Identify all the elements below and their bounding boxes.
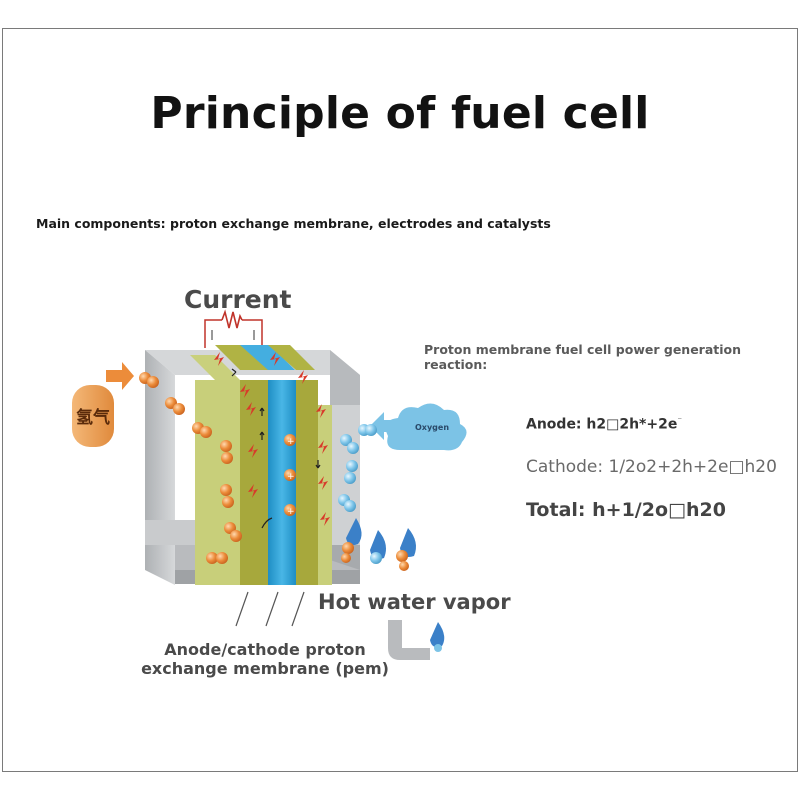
hot-water-label: Hot water vapor	[318, 590, 511, 614]
current-label: Current	[184, 285, 292, 314]
arrow-left-icon	[370, 412, 402, 440]
droplet-icon	[346, 518, 362, 546]
proton-markers: + + +	[284, 434, 296, 517]
oxygen-cloud-icon	[385, 403, 467, 451]
hydrogen-input: 氢气	[72, 362, 242, 564]
resistor-icon	[221, 309, 243, 329]
hydrogen-tank-icon	[72, 385, 114, 447]
electron-sparks	[214, 352, 330, 526]
hydrogen-label: 氢气	[76, 407, 110, 428]
page-frame	[2, 28, 798, 772]
svg-text:+: +	[287, 507, 295, 517]
anode-equation: Anode: h2□2h*+2e⁻	[526, 416, 682, 433]
droplet-icon	[430, 622, 445, 648]
svg-text:+: +	[287, 437, 295, 447]
flow-arrows	[231, 368, 321, 529]
pem-label-line1: Anode/cathode proton	[164, 640, 366, 659]
pem-leader-lines	[235, 591, 305, 627]
pem-label: Anode/cathode proton exchange membrane (…	[140, 640, 390, 678]
droplet-icon	[370, 530, 386, 559]
external-circuit	[204, 309, 263, 348]
reaction-heading: Proton membrane fuel cell power generati…	[424, 342, 742, 372]
arrow-right-icon	[106, 362, 134, 390]
water-output	[341, 518, 445, 660]
page-title: Principle of fuel cell	[150, 88, 650, 139]
total-equation: Total: h+1/2o□h20	[526, 499, 726, 521]
pem-label-line2: exchange membrane (pem)	[141, 659, 389, 678]
oxygen-label: Oxygen	[415, 423, 449, 432]
droplet-icon	[400, 528, 416, 557]
cell-layers	[190, 345, 332, 585]
subtitle: Main components: proton exchange membran…	[36, 216, 551, 231]
anode-equation-superscript: ⁻	[677, 416, 683, 426]
cathode-equation: Cathode: 1/2o2+2h+2e□h20	[526, 457, 777, 477]
svg-text:+: +	[287, 472, 295, 482]
oxygen-input: Oxygen	[338, 403, 467, 512]
proton-exchange-membrane	[268, 380, 296, 585]
pipe-icon	[388, 620, 430, 660]
anode-equation-text: Anode: h2□2h*+2e	[526, 416, 678, 433]
